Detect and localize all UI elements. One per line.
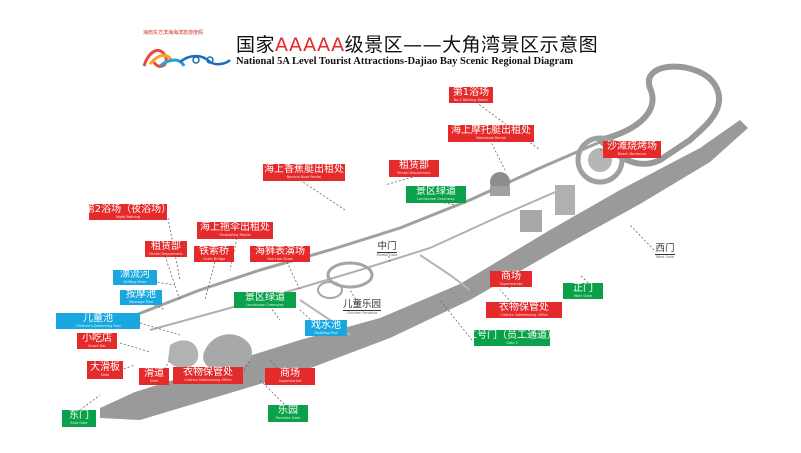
pool-area-2 [168,340,199,369]
title-en: National 5A Level Tourist Attractions-Da… [236,56,574,67]
loop-b [317,281,343,299]
tower-base [490,186,510,196]
pool-area [203,334,252,373]
label-bath2: 第2浴场（夜浴场）Night Bathing [84,203,172,220]
label-gate2: 二号门（员工通道）Gate 2 [467,329,557,346]
building-b [555,185,575,215]
inner-road [149,189,561,331]
peninsula-loop [594,63,723,167]
title-cn: 国家AAAAA级景区——大角湾景区示意图 [236,34,599,56]
logo-text: 海南东方滨海海滨旅游度假 [143,29,203,36]
coastal-road [127,140,601,320]
main-road [100,120,748,420]
loop-a [326,261,374,289]
logo: 海南东方滨海海滨旅游度假 [142,29,231,68]
header: 海南东方滨海海滨旅游度假 国家AAAAA级景区——大角湾景区示意图 Nation… [140,28,640,76]
building-a [520,210,542,232]
roundabout [575,135,625,185]
